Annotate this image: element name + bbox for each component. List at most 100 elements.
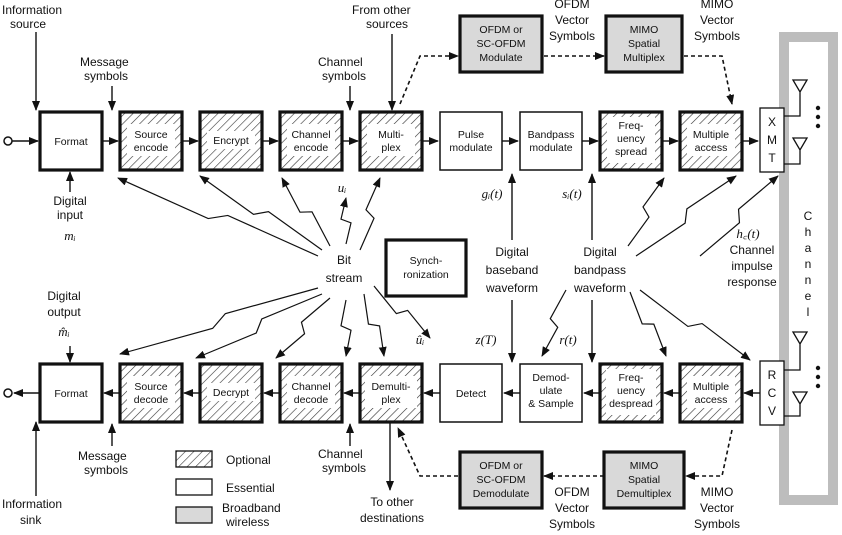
svg-text:Multiple: Multiple xyxy=(693,381,729,393)
ray-bit-to-source-decode xyxy=(119,287,319,356)
digital-output-label: Digital output xyxy=(47,289,81,319)
source-encode-block: Source encode xyxy=(118,110,184,172)
mimo-demultiplex-block: MIMO Spatial Demultiplex xyxy=(602,450,686,510)
svg-text:waveform: waveform xyxy=(485,281,538,295)
svg-text:Message: Message xyxy=(78,449,127,463)
svg-text:Message: Message xyxy=(80,55,129,69)
svg-text:stream: stream xyxy=(326,271,363,285)
svg-text:wireless: wireless xyxy=(225,515,269,529)
svg-text:M: M xyxy=(767,133,777,147)
svg-text:n: n xyxy=(805,257,812,271)
ray-bp-to-multiple-access-bottom xyxy=(639,289,751,361)
svg-text:modulate: modulate xyxy=(449,142,492,154)
svg-text:OFDM: OFDM xyxy=(554,0,589,11)
ray-bit-to-encrypt xyxy=(199,175,323,251)
svg-text:Multiplex: Multiplex xyxy=(623,52,665,64)
legend-essential-swatch xyxy=(175,478,213,496)
svg-text:Bandpass: Bandpass xyxy=(528,129,575,141)
information-sink-label: Information sink xyxy=(2,497,62,527)
ofdm-demodulate-block: OFDM or SC-OFDM Demodulate xyxy=(458,450,544,510)
ray-bp-to-multiple-access-top xyxy=(635,175,737,257)
ray-bit-to-channel-decode-2 xyxy=(340,299,352,357)
digital-bandpass-label: Digital bandpass waveform xyxy=(573,245,626,295)
svg-text:bandpass: bandpass xyxy=(574,263,626,277)
bit-stream-rays xyxy=(117,175,779,361)
svg-text:sink: sink xyxy=(20,513,42,527)
ray-bit-to-uhat xyxy=(373,285,431,339)
digital-input-label: Digital input xyxy=(53,194,86,222)
svg-text:To other: To other xyxy=(370,495,413,509)
svg-text:R: R xyxy=(768,368,777,382)
channel-label: C h a n n e l xyxy=(804,209,813,319)
svg-text:Decrypt: Decrypt xyxy=(213,387,249,399)
svg-text:uency: uency xyxy=(617,133,646,145)
m-hat-i-symbol: m̂ᵢ xyxy=(58,324,69,339)
svg-text:Format: Format xyxy=(54,388,87,400)
legend-optional-swatch xyxy=(175,450,213,468)
from-other-sources-label: From other sources xyxy=(352,3,411,31)
svg-text:h: h xyxy=(805,225,812,239)
format-block-bottom: Format xyxy=(38,362,104,424)
svg-text:Symbols: Symbols xyxy=(694,517,740,531)
ray-bit-to-multiplex xyxy=(359,177,381,251)
svg-text:Digital: Digital xyxy=(583,245,616,259)
svg-text:Source: Source xyxy=(134,381,167,393)
svg-text:Format: Format xyxy=(54,136,87,148)
ofdm-modulate-block: OFDM or SC-OFDM Modulate xyxy=(458,14,544,74)
svg-text:encode: encode xyxy=(294,142,329,154)
svg-text:Broadband: Broadband xyxy=(222,501,281,515)
svg-text:l: l xyxy=(807,305,810,319)
svg-text:symbols: symbols xyxy=(84,69,128,83)
to-other-destinations-label: To other destinations xyxy=(360,495,424,525)
svg-text:Demultiplex: Demultiplex xyxy=(617,488,673,500)
svg-text:Encrypt: Encrypt xyxy=(213,135,249,147)
svg-text:Demodulate: Demodulate xyxy=(473,488,530,500)
antenna-icon-top xyxy=(784,79,809,165)
svg-text:MIMO: MIMO xyxy=(630,460,659,472)
svg-text:MIMO: MIMO xyxy=(701,0,734,11)
channel-impulse-label: Channel impulse response xyxy=(727,243,777,289)
svg-text:Information: Information xyxy=(2,3,62,17)
u-hat-i-symbol: ûᵢ xyxy=(416,332,425,347)
bit-stream-label: Bit stream xyxy=(326,253,363,285)
ray-bit-to-source-encode xyxy=(117,177,319,257)
svg-text:X: X xyxy=(768,115,776,129)
m-i-symbol: mᵢ xyxy=(64,228,75,243)
svg-text:Synch-: Synch- xyxy=(410,255,443,267)
svg-text:Channel: Channel xyxy=(730,243,775,257)
svg-text:destinations: destinations xyxy=(360,511,424,525)
format-block-top: Format xyxy=(38,110,104,172)
svg-text:Source: Source xyxy=(134,129,167,141)
svg-text:despread: despread xyxy=(609,398,653,410)
svg-text:Digital: Digital xyxy=(53,194,86,208)
ray-bit-to-channel-decode xyxy=(275,297,331,359)
xmt-block: X M T xyxy=(759,107,785,173)
rcv-block: R C V xyxy=(759,360,785,426)
svg-text:Vector: Vector xyxy=(700,501,734,515)
svg-text:Symbols: Symbols xyxy=(694,29,740,43)
svg-text:Channel: Channel xyxy=(318,55,363,69)
bandpass-modulate-block: Bandpass modulate xyxy=(519,111,583,171)
multiple-access-block-bottom: Multiple access xyxy=(678,362,744,424)
svg-text:C: C xyxy=(768,386,777,400)
svg-text:Essential: Essential xyxy=(226,481,275,495)
svg-text:symbols: symbols xyxy=(322,69,366,83)
svg-text:Modulate: Modulate xyxy=(479,52,522,64)
output-terminal xyxy=(3,388,13,398)
message-symbols-top-label: Message symbols xyxy=(80,55,129,83)
ray-bit-to-ui xyxy=(340,197,352,245)
svg-text:spread: spread xyxy=(615,146,647,158)
source-decode-block: Source decode xyxy=(118,362,184,424)
h-c-t-symbol: h꜀(t) xyxy=(736,226,759,241)
r-t-symbol: r(t) xyxy=(559,332,576,347)
ofdm-vector-symbols-bottom-label: OFDM Vector Symbols xyxy=(549,485,595,531)
ray-bp-to-demod xyxy=(541,289,567,357)
svg-text:access: access xyxy=(695,142,728,154)
svg-text:SC-OFDM: SC-OFDM xyxy=(477,474,526,486)
svg-text:OFDM or: OFDM or xyxy=(479,460,523,472)
svg-text:input: input xyxy=(57,208,84,222)
svg-text:n: n xyxy=(805,273,812,287)
svg-text:impulse: impulse xyxy=(731,259,773,273)
channel-symbols-top-label: Channel symbols xyxy=(318,55,366,83)
svg-text:OFDM or: OFDM or xyxy=(479,24,523,36)
